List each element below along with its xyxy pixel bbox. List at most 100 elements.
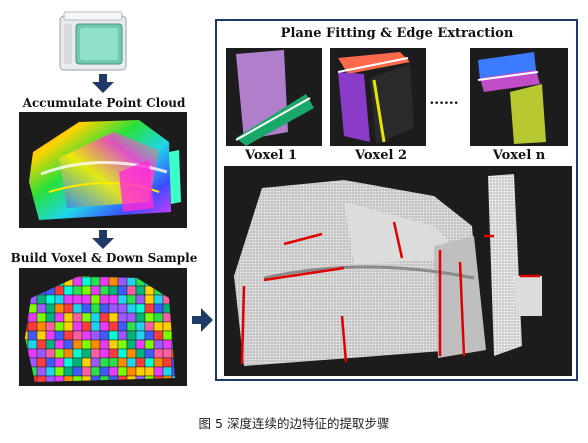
voxel-cell	[19, 385, 28, 386]
voxel-cell	[126, 303, 137, 314]
accumulated-point-cloud-image	[19, 112, 187, 228]
voxel-cell	[135, 276, 146, 287]
voxel-cell	[63, 321, 74, 332]
voxel-cell	[117, 285, 128, 296]
voxel-cell	[90, 375, 101, 382]
voxel-cell	[73, 385, 82, 386]
voxel-cell	[55, 385, 64, 386]
panel-title: Plane Fitting & Edge Extraction	[280, 26, 514, 41]
voxel-cell	[171, 276, 175, 287]
voxel-cell	[63, 312, 74, 323]
voxel-cell	[36, 330, 47, 341]
voxel-cell	[162, 312, 173, 323]
voxel-cell	[144, 366, 155, 377]
voxel-cell	[135, 330, 146, 341]
voxel-cell	[63, 285, 74, 296]
voxel-cell	[117, 348, 128, 359]
voxel-cell	[171, 294, 175, 305]
voxel-cell	[126, 312, 137, 323]
voxel-cell	[162, 294, 173, 305]
voxel-cell	[144, 312, 155, 323]
voxel-cell	[54, 357, 65, 368]
voxel-cell	[72, 330, 83, 341]
voxel-cell	[36, 276, 47, 287]
arrow-down-icon	[92, 230, 114, 254]
voxel-cell	[181, 277, 187, 286]
voxel-cell	[126, 339, 137, 350]
voxel-cell	[25, 312, 29, 323]
voxel-cell	[27, 321, 38, 332]
voxel-cell	[27, 312, 38, 323]
voxel-cell	[36, 339, 47, 350]
voxel-cell	[126, 276, 137, 287]
voxel-cell	[36, 312, 47, 323]
voxel-cell	[25, 285, 29, 296]
voxel-cell	[126, 375, 137, 382]
voxel-cell	[108, 348, 119, 359]
voxel-cell	[36, 348, 47, 359]
voxel-cell	[117, 294, 128, 305]
voxel-cell	[153, 303, 164, 314]
voxel-cell	[154, 385, 163, 386]
voxel-cell	[36, 294, 47, 305]
voxel-cell	[37, 385, 46, 386]
voxel-cell	[99, 321, 110, 332]
voxel-cell	[171, 366, 175, 377]
voxel-cell	[99, 303, 110, 314]
voxel-cell	[25, 330, 29, 341]
voxel-cell	[36, 375, 47, 382]
voxel-cell	[162, 339, 173, 350]
voxel-cell	[117, 357, 128, 368]
voxel-cell	[99, 276, 110, 287]
voxel-cell	[72, 321, 83, 332]
voxel-cell	[163, 385, 172, 386]
voxel-cell	[90, 276, 101, 287]
voxel-cell	[45, 276, 56, 278]
voxel-cell	[54, 321, 65, 332]
voxel-cell	[91, 385, 100, 386]
voxel-cell	[45, 339, 56, 350]
voxel-cell	[126, 294, 137, 305]
voxel-cell	[144, 375, 155, 382]
voxel-n-label: Voxel n	[492, 148, 546, 163]
voxel-cell	[144, 276, 155, 287]
voxel-cell	[90, 303, 101, 314]
voxel-cell	[118, 385, 127, 386]
voxel-cell	[126, 348, 137, 359]
voxel-cell	[99, 312, 110, 323]
voxel-cell	[25, 303, 29, 314]
voxel-2-label: Voxel 2	[354, 148, 408, 163]
voxel-cell	[72, 339, 83, 350]
voxel-cell	[45, 375, 56, 382]
figure-caption: 图 5 深度连续的边特征的提取步骤	[198, 416, 390, 431]
voxel-cell	[108, 366, 119, 377]
voxel-cell	[135, 294, 146, 305]
voxel-cell	[45, 276, 56, 287]
voxel-cell	[54, 348, 65, 359]
voxel-cell	[135, 285, 146, 296]
voxel-cell	[135, 357, 146, 368]
voxel-cell	[25, 339, 29, 350]
lidar-device-image	[58, 10, 128, 72]
voxel-cell	[45, 366, 56, 377]
voxel-cell	[99, 285, 110, 296]
voxel-cell	[72, 366, 83, 377]
voxel-cell	[135, 339, 146, 350]
voxel-cell	[162, 276, 173, 278]
voxel-cell	[81, 357, 92, 368]
voxel-cell	[28, 385, 37, 386]
voxel-cell	[36, 366, 47, 377]
voxel-cell	[108, 321, 119, 332]
voxel-cell	[135, 303, 146, 314]
voxel-cell	[108, 330, 119, 341]
voxel-cell	[27, 366, 38, 377]
voxel-cell	[108, 276, 119, 278]
voxel-cell	[81, 321, 92, 332]
voxel-cell	[181, 295, 187, 304]
voxel-cell	[135, 276, 146, 278]
voxel-cell	[181, 331, 187, 340]
voxel-cell	[99, 294, 110, 305]
voxel-cell	[181, 367, 187, 376]
voxel-cell	[181, 349, 187, 358]
voxel-cell	[153, 330, 164, 341]
